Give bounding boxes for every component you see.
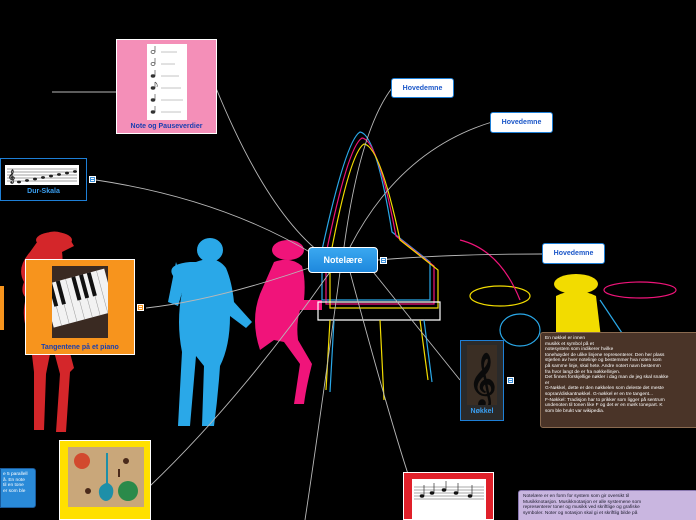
left-tooltip: e 5 parallell å. En note til en tone er … [0, 468, 36, 508]
tooltip-line: e 5 parallell [3, 472, 28, 477]
topic-dur-skala-caption: Dur-Skala [27, 188, 60, 195]
branch-music-art [149, 271, 331, 487]
tooltip-line: Notelære er en form for system som gir o… [523, 494, 630, 499]
treble-clef-icon: 𝄞 [467, 345, 497, 405]
tooltip-line: F-Nøkkel: Tradisjon har to prikker som l… [545, 397, 665, 403]
topic-notes-bottom[interactable] [403, 472, 494, 520]
tooltip-line: sopran/diskantnøkkel. G-nøkkel er en tre… [545, 391, 653, 397]
pink-figure [255, 240, 322, 404]
tooltip-line: representerer toner og musikk ved skrift… [523, 505, 640, 511]
tooltip-line: symboler. Noter og notasjon skal gi et s… [523, 510, 638, 516]
tooltip-line: undenoten til tonen like F og det er en … [545, 403, 663, 409]
branch-hovedemne-1 [343, 87, 393, 248]
nokkel-tooltip: En nøkkel er innen musikk et symbol på e… [540, 332, 696, 428]
notelaere-tooltip: Notelære er en form for system som gir o… [518, 490, 696, 520]
note-icon[interactable] [89, 176, 96, 183]
scale-image: 𝄞 [5, 165, 79, 185]
main-topic-2[interactable]: Hovedemne [490, 112, 553, 133]
tooltip-line: fra hvor langt de er fra nøkkellinjen. [545, 369, 621, 375]
tooltip-line: En nøkkel er innen [545, 336, 585, 341]
tooltip-line: er som ble [3, 488, 26, 494]
topic-tangentene-caption: Tangentene på et piano [41, 344, 119, 351]
sheet-music-icon [412, 479, 486, 520]
branch-bottom [304, 271, 341, 520]
central-topic[interactable]: Notelære [308, 247, 378, 273]
branch-tangentene [145, 261, 327, 309]
branch-notes-bottom [349, 271, 411, 481]
piano-keys-icon [52, 266, 108, 338]
topic-note-pause-caption: Note og Pauseverdier [130, 123, 203, 130]
tooltip-line: musikk et symbol på et [545, 341, 594, 347]
guitar-icon [68, 447, 144, 507]
svg-text:𝄞: 𝄞 [8, 168, 15, 184]
topic-nokkel[interactable]: 𝄞 Nøkkel [460, 340, 504, 421]
tooltip-line: notesystem som indikerer hvilke [545, 347, 614, 353]
branch-nokkel [369, 267, 461, 381]
tooltip-line: til en tone [3, 483, 24, 489]
branch-hovedemne-2 [349, 121, 493, 248]
tooltip-line: å. En note [3, 477, 25, 483]
partial-topic-left[interactable] [0, 286, 4, 330]
note-icon[interactable] [137, 304, 144, 311]
branch-note-pause [215, 87, 331, 261]
main-topic-1[interactable]: Hovedemne [391, 78, 454, 98]
tooltip-line: G-Nøkkel, dette er den nøkkelen som dele… [545, 386, 664, 392]
topic-note-pause[interactable]: Note og Pauseverdier [116, 39, 217, 134]
branch-dur-skala [95, 179, 327, 263]
tooltip-line: Musikknotasjon. Musikknotasjon er alle s… [523, 499, 642, 505]
branch-hovedemne-3 [377, 253, 543, 261]
tooltip-line: stjerlen av hver notelinje og bestemmer … [545, 358, 662, 364]
tooltip-line: som ble brukt var wikipedia. [545, 408, 605, 414]
note-values-image [147, 44, 187, 120]
svg-text:𝄞: 𝄞 [469, 352, 496, 405]
note-icon[interactable] [380, 257, 387, 264]
topic-music-art[interactable] [59, 440, 151, 520]
main-topic-3[interactable]: Hovedemne [542, 243, 605, 264]
topic-tangentene[interactable]: Tangentene på et piano [25, 259, 135, 355]
topic-nokkel-caption: Nøkkel [470, 408, 494, 415]
topic-dur-skala[interactable]: 𝄞 Dur-Skala [0, 158, 87, 201]
tooltip-line: Det finnes forskjellige nøkler i dag man… [545, 375, 669, 381]
piano-outline [317, 131, 441, 401]
note-icon[interactable] [507, 377, 514, 384]
tooltip-line: på samme linje, skal hete. Andre notert … [545, 363, 661, 369]
tooltip-line: tonehøyder de ulike linjene representere… [545, 352, 665, 358]
drum-kit-outline [459, 239, 677, 361]
tooltip-line: er [545, 380, 550, 386]
